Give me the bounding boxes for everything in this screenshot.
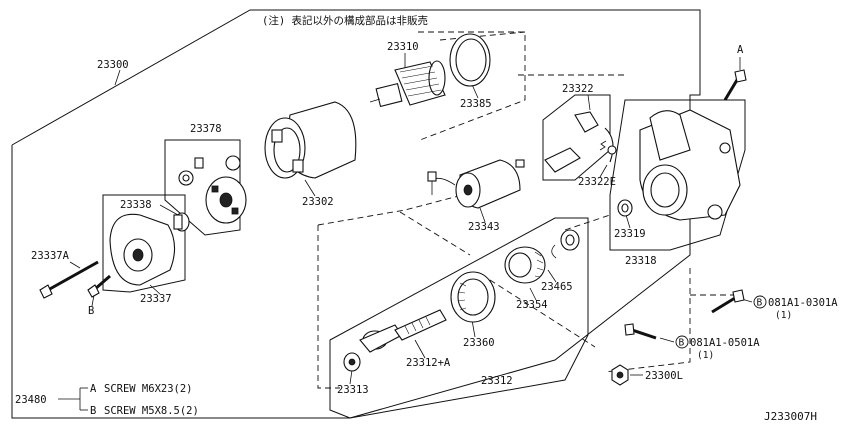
svg-text:(1): (1) [775, 310, 792, 321]
lever-23322 [544, 111, 617, 173]
front-housing-23318 [639, 109, 741, 221]
bolt-top-a [723, 69, 747, 101]
bolt-0501A [624, 323, 657, 340]
rear-cover-23338 [109, 212, 190, 286]
brush-holder-23378 [178, 155, 247, 224]
pinion-23354 [504, 246, 546, 284]
svg-text:B: B [679, 338, 685, 349]
diagram-code: J233007H [764, 410, 817, 423]
screw-a-ref: A [90, 383, 97, 395]
label-23465: 23465 [541, 281, 573, 293]
screw-b-ref: B [90, 405, 96, 417]
frame-23338 [102, 194, 186, 293]
label-23300: 23300 [97, 59, 129, 71]
bolt-23337 [87, 274, 111, 298]
bolt-23337A [39, 260, 99, 299]
label-23378: 23378 [190, 123, 222, 135]
label-23300L: 23300L [645, 370, 683, 382]
shaft-23312 [359, 309, 447, 353]
label-23338: 23338 [120, 199, 152, 211]
ring-23385 [449, 33, 491, 87]
clip-23465 [551, 229, 580, 259]
marker-a-top: A [737, 44, 744, 56]
svg-text:(1): (1) [697, 350, 714, 361]
screw-b-text: SCREW M5X8.5(2) [104, 405, 199, 417]
label-23343: 23343 [468, 221, 500, 233]
svg-text:081A1-0301A: 081A1-0301A [768, 297, 838, 309]
frame-23312 [329, 217, 589, 419]
label-23313: 23313 [337, 384, 369, 396]
label-23322: 23322 [562, 83, 594, 95]
spring-23322E [599, 140, 607, 151]
bolt-callout-2: B 081A1-0501A (1) [675, 335, 760, 361]
bushing-23319 [617, 199, 633, 217]
screw-a-text: SCREW M6X23(2) [104, 383, 193, 395]
leader-23300 [114, 69, 121, 86]
label-23360: 23360 [463, 337, 495, 349]
gear-23313 [343, 352, 361, 372]
note-text: (注) 表記以外の構成部品は非販売 [262, 14, 428, 27]
marker-b-left: B [88, 305, 94, 317]
solenoid-23343 [427, 159, 525, 209]
dashed-armature-box [418, 31, 526, 141]
label-23322E: 23322E [578, 176, 616, 188]
label-23354: 23354 [516, 299, 548, 311]
label-23480: 23480 [15, 394, 47, 406]
label-23318: 23318 [625, 255, 657, 267]
bolt-callout-1: B 081A1-0301A (1) [753, 295, 838, 321]
bolt-0301A [711, 289, 745, 314]
label-23302: 23302 [302, 196, 334, 208]
internal-gear-23360 [450, 271, 496, 323]
label-23337A: 23337A [31, 250, 70, 262]
label-23385: 23385 [460, 98, 492, 110]
svg-text:B: B [757, 298, 763, 309]
label-23312A: 23312+A [406, 357, 451, 369]
nut-23300L [611, 364, 629, 386]
screw-legend: 23480 A SCREW M6X23(2) B SCREW M5X8.5(2) [15, 383, 199, 417]
label-23337: 23337 [140, 293, 172, 305]
svg-text:081A1-0501A: 081A1-0501A [690, 337, 760, 349]
yoke-23302 [264, 101, 357, 179]
frame-23378 [164, 139, 241, 236]
armature-23310 [369, 60, 446, 108]
label-23319: 23319 [614, 228, 646, 240]
label-23310: 23310 [387, 41, 419, 53]
label-23312: 23312 [481, 375, 513, 387]
